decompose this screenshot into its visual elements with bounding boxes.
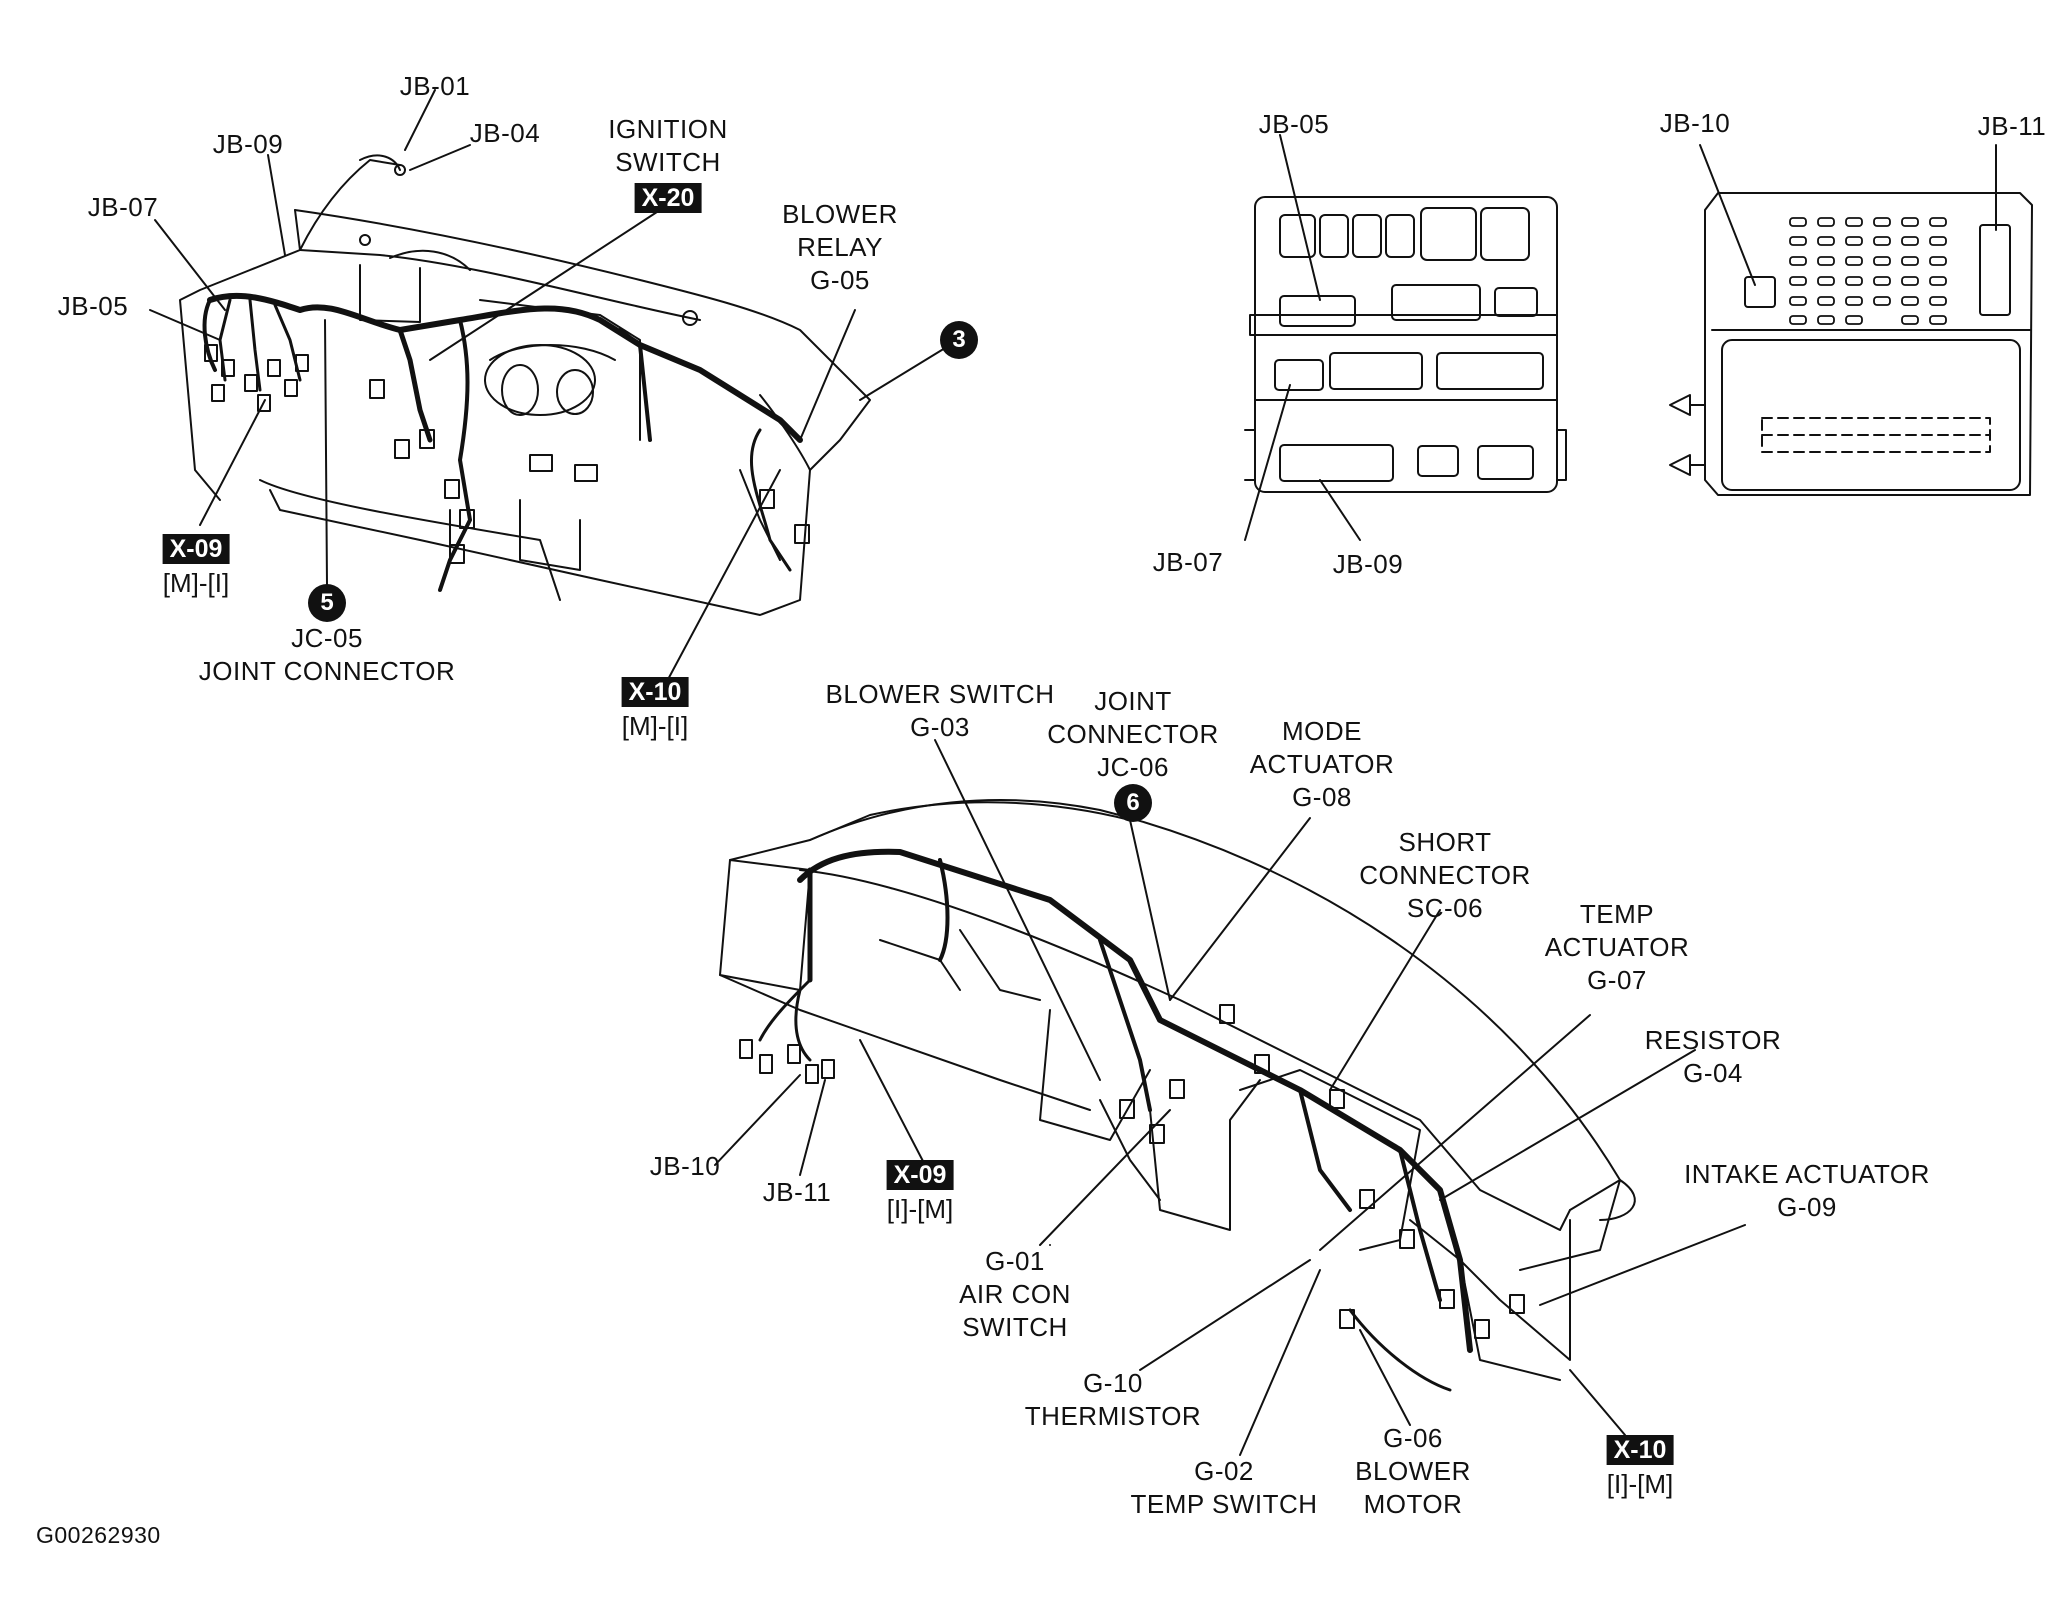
sub-x10-top: [M]-[I] xyxy=(621,711,689,741)
label-blower-relay: BLOWER RELAY G-05 xyxy=(782,199,898,295)
tag-x09-top: X-09 xyxy=(162,534,230,564)
label-jb09-top: JB-09 xyxy=(212,129,284,159)
label-jb11-box: JB-11 xyxy=(1977,111,2047,141)
figure-code: G00262930 xyxy=(36,1522,161,1548)
label-blower-switch: BLOWER SWITCH G-03 xyxy=(825,679,1055,742)
label-jb09-box: JB-09 xyxy=(1332,549,1404,579)
marker-5: 5 xyxy=(308,584,346,622)
label-short-connector: SHORT CONNECTOR SC-06 xyxy=(1359,827,1531,923)
label-jb07-top: JB-07 xyxy=(87,192,159,222)
marker-6: 6 xyxy=(1114,784,1152,822)
label-ignition-switch: IGNITION SWITCH xyxy=(608,114,728,177)
label-jb11-bottom: JB-11 xyxy=(762,1177,832,1207)
label-resistor: RESISTOR G-04 xyxy=(1644,1025,1782,1088)
label-temp-switch: G-02 TEMP SWITCH xyxy=(1130,1456,1318,1519)
tag-x10-bottom: X-10 xyxy=(1606,1435,1674,1465)
label-jb01: JB-01 xyxy=(399,71,471,101)
tag-x20: X-20 xyxy=(634,183,702,213)
sub-x10-bottom: [I]-[M] xyxy=(1606,1469,1674,1499)
label-joint-connector-jc06: JOINT CONNECTOR JC-06 xyxy=(1047,686,1219,782)
label-mode-actuator: MODE ACTUATOR G-08 xyxy=(1249,716,1395,812)
upper-dashboard-illustration xyxy=(149,89,951,686)
label-temp-actuator: TEMP ACTUATOR G-07 xyxy=(1544,899,1690,995)
junction-box-jb10-jb11-illustration xyxy=(1669,144,2033,496)
marker-3: 3 xyxy=(940,321,978,359)
label-jb04: JB-04 xyxy=(469,118,541,148)
junction-box-jb05-illustration xyxy=(1244,134,1567,541)
tag-x09-bottom: X-09 xyxy=(886,1160,954,1190)
tag-x10-top: X-10 xyxy=(621,677,689,707)
label-jb05-box: JB-05 xyxy=(1258,109,1330,139)
lower-dashboard-illustration xyxy=(714,739,1746,1456)
label-blower-motor: G-06 BLOWER MOTOR xyxy=(1355,1423,1471,1519)
label-air-con-switch: G-01 AIR CON SWITCH xyxy=(959,1246,1071,1342)
label-jb05-top: JB-05 xyxy=(57,291,129,321)
sub-x09-top: [M]-[I] xyxy=(162,568,230,598)
label-jb07-box: JB-07 xyxy=(1152,547,1224,577)
label-thermistor: G-10 THERMISTOR xyxy=(1024,1368,1202,1431)
label-jc05-joint-connector: JC-05 JOINT CONNECTOR xyxy=(198,623,456,686)
label-jb10-box: JB-10 xyxy=(1659,108,1731,138)
label-intake-actuator: INTAKE ACTUATOR G-09 xyxy=(1684,1159,1930,1222)
label-jb10-bottom: JB-10 xyxy=(649,1151,721,1181)
sub-x09-bottom: [I]-[M] xyxy=(886,1194,954,1224)
